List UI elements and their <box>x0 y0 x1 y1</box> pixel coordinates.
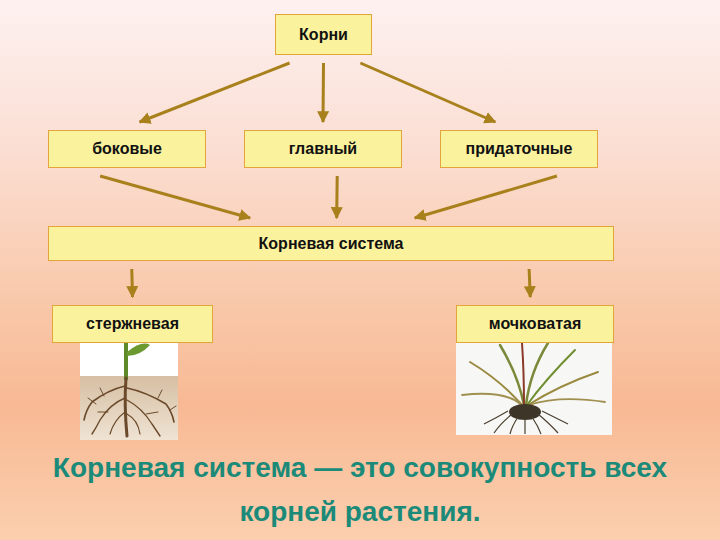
arrow-connector <box>529 269 530 297</box>
box-label: мочковатая <box>489 315 581 333</box>
taproot-picture <box>80 343 178 440</box>
category-box: стержневая <box>52 305 213 343</box>
category-box: главный <box>244 130 402 168</box>
box-label: Корневая система <box>259 235 404 253</box>
box-label: Корни <box>299 26 348 44</box>
caption-text: Корневая система — это совокупность всех… <box>20 446 700 534</box>
arrow-connector <box>130 269 134 297</box>
fibrous-root-picture <box>456 343 612 435</box>
category-box: придаточные <box>440 130 598 168</box>
arrow-connector <box>322 63 326 122</box>
arrow-connector <box>415 176 557 218</box>
arrow-connector <box>100 176 250 218</box>
category-box: Корневая система <box>48 226 614 261</box>
box-label: главный <box>289 140 357 158</box>
category-box: Корни <box>275 14 372 55</box>
category-box: боковые <box>48 130 206 168</box>
arrow-connector <box>140 63 290 122</box>
arrow-connector <box>335 176 339 218</box>
box-label: придаточные <box>466 140 573 158</box>
arrow-connector <box>360 63 495 122</box>
box-label: стержневая <box>86 315 179 333</box>
box-label: боковые <box>92 140 162 158</box>
category-box: мочковатая <box>456 305 614 343</box>
